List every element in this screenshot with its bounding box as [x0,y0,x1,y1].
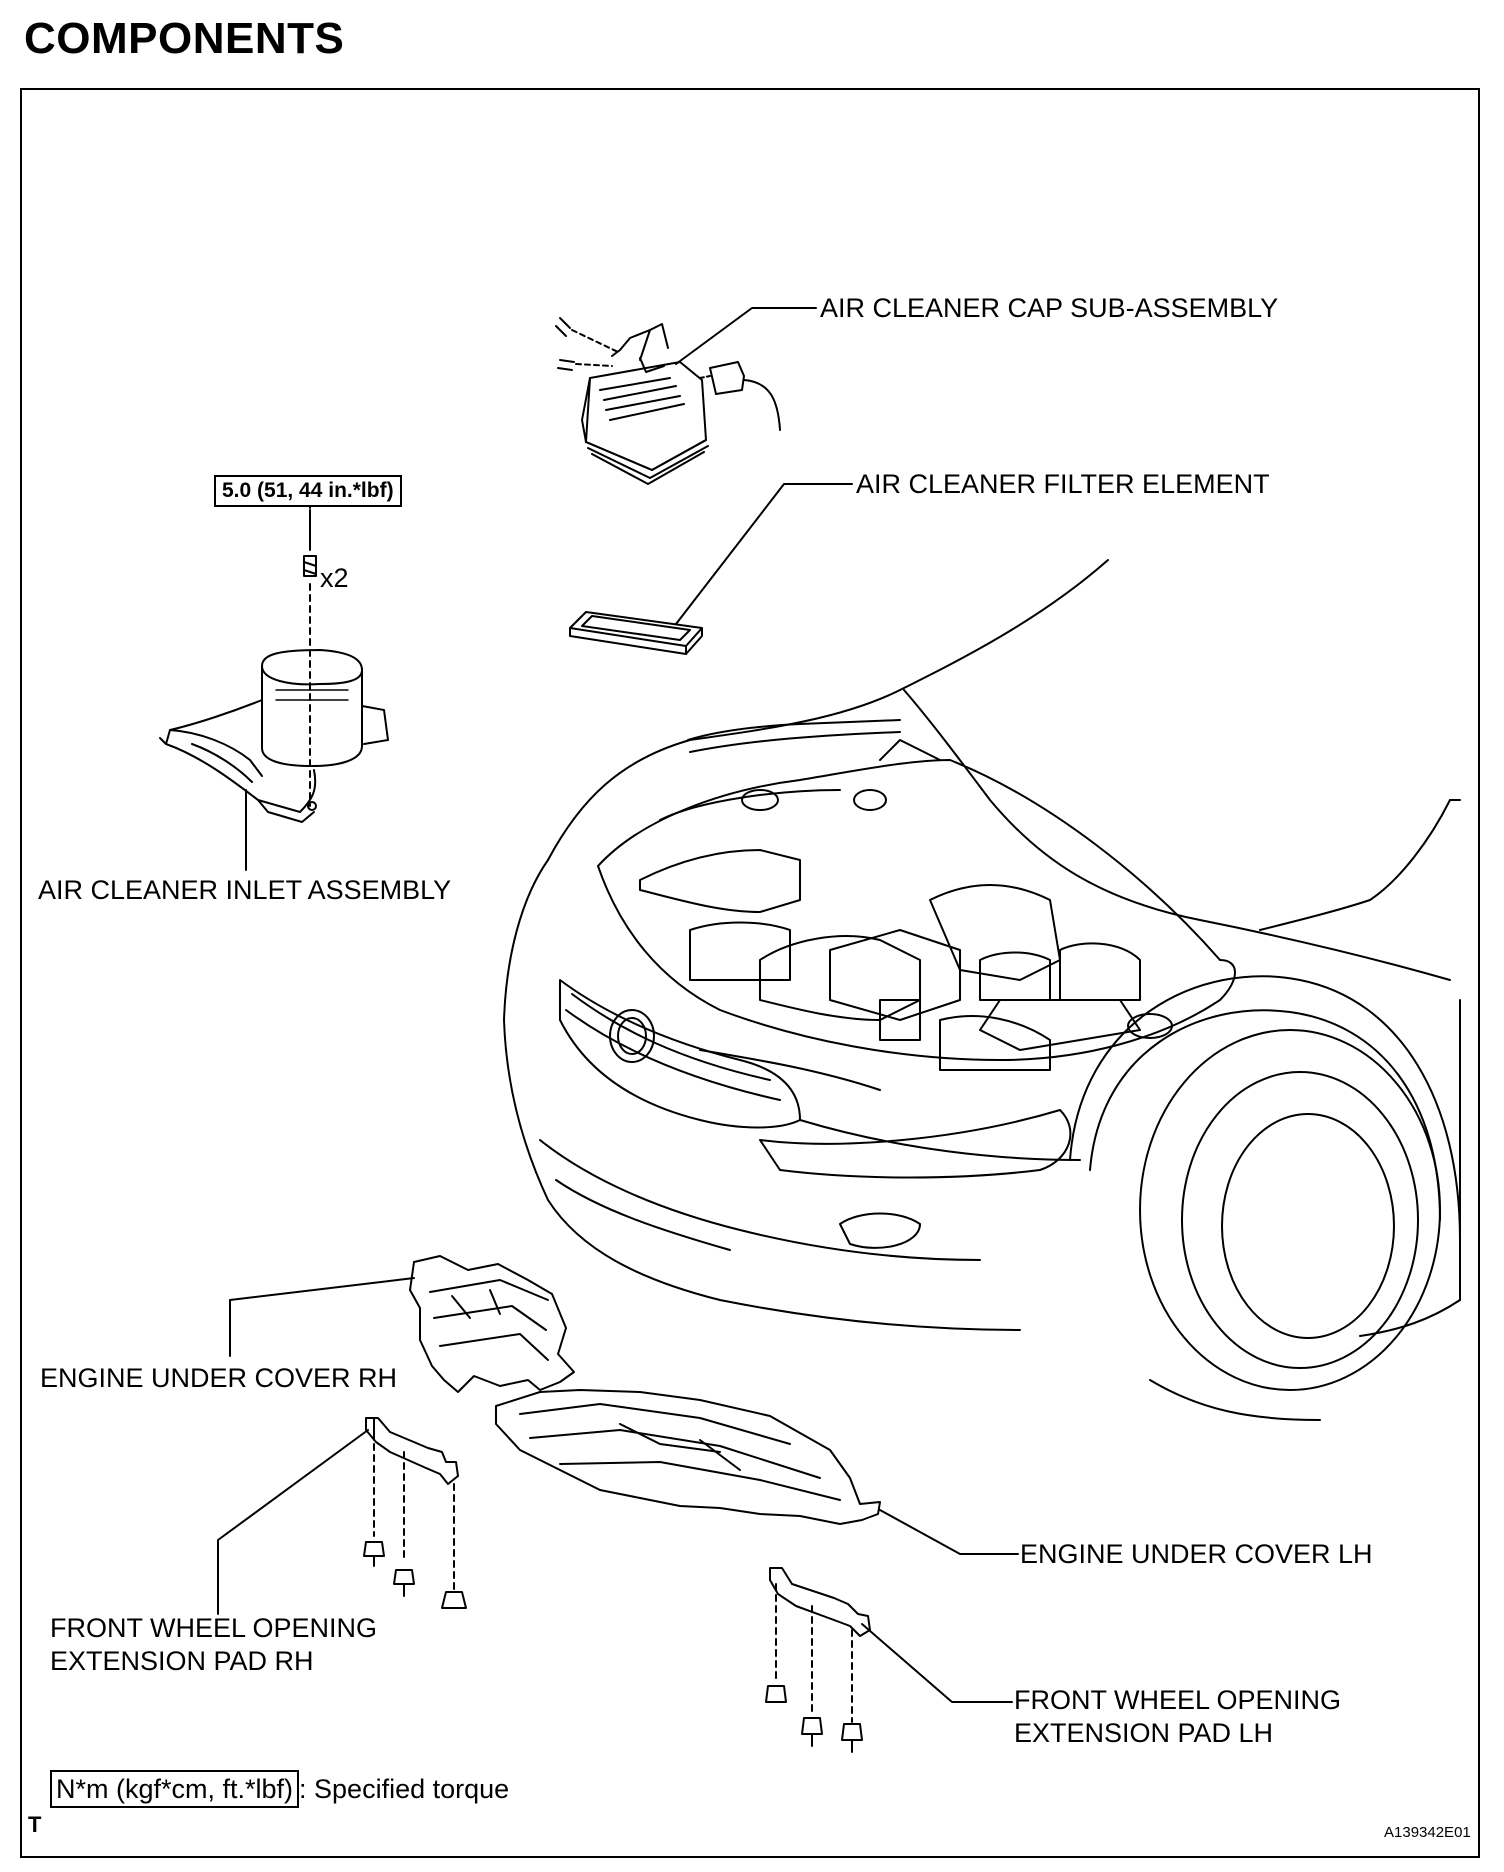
legend-description: : Specified torque [299,1774,510,1804]
front-wheel-pad-rh-drawing [363,1417,467,1609]
label-air-cleaner-filter: AIR CLEANER FILTER ELEMENT [856,469,1270,499]
label-front-wheel-pad-rh-line2: EXTENSION PAD RH [50,1646,314,1676]
label-engine-under-cover-lh: ENGINE UNDER COVER LH [1020,1539,1373,1569]
engine-under-cover-rh-drawing [409,1255,575,1393]
leader-engine-under-cover-rh [229,1277,415,1357]
label-front-wheel-pad-lh-line2: EXTENSION PAD LH [1014,1718,1274,1748]
air-cleaner-filter-drawing [569,611,703,655]
label-air-cleaner-inlet: AIR CLEANER INLET ASSEMBLY [38,875,452,905]
leader-air-cleaner-cap [675,307,817,365]
diagram-frame [20,88,1480,1858]
corner-mark: T [28,1812,42,1837]
label-engine-under-cover-rh: ENGINE UNDER COVER RH [40,1363,398,1393]
label-front-wheel-pad-lh-line1: FRONT WHEEL OPENING [1014,1685,1342,1715]
bolt-quantity: x2 [320,563,349,593]
leader-air-cleaner-filter [675,483,853,625]
legend-units-box: N*m (kgf*cm, ft.*lbf) [50,1770,300,1808]
label-front-wheel-pad-rh-line1: FRONT WHEEL OPENING [50,1613,378,1643]
air-cleaner-inlet-drawing [159,491,389,823]
torque-spec-box: 5.0 (51, 44 in.*lbf) [214,475,402,507]
leader-front-wheel-pad-lh [861,1623,1013,1703]
figure-id: A139342E01 [1384,1824,1471,1841]
vehicle-drawing [503,559,1461,1421]
leader-engine-under-cover-lh [879,1509,1019,1555]
leader-front-wheel-pad-rh [217,1429,369,1615]
air-cleaner-cap-drawing [555,317,781,485]
label-air-cleaner-cap: AIR CLEANER CAP SUB-ASSEMBLY [820,293,1279,323]
front-wheel-pad-lh-drawing [765,1567,871,1753]
torque-legend: N*m (kgf*cm, ft.*lbf): Specified torque [50,1770,509,1808]
engine-under-cover-lh-drawing [495,1389,881,1525]
page-title: COMPONENTS [24,14,345,63]
